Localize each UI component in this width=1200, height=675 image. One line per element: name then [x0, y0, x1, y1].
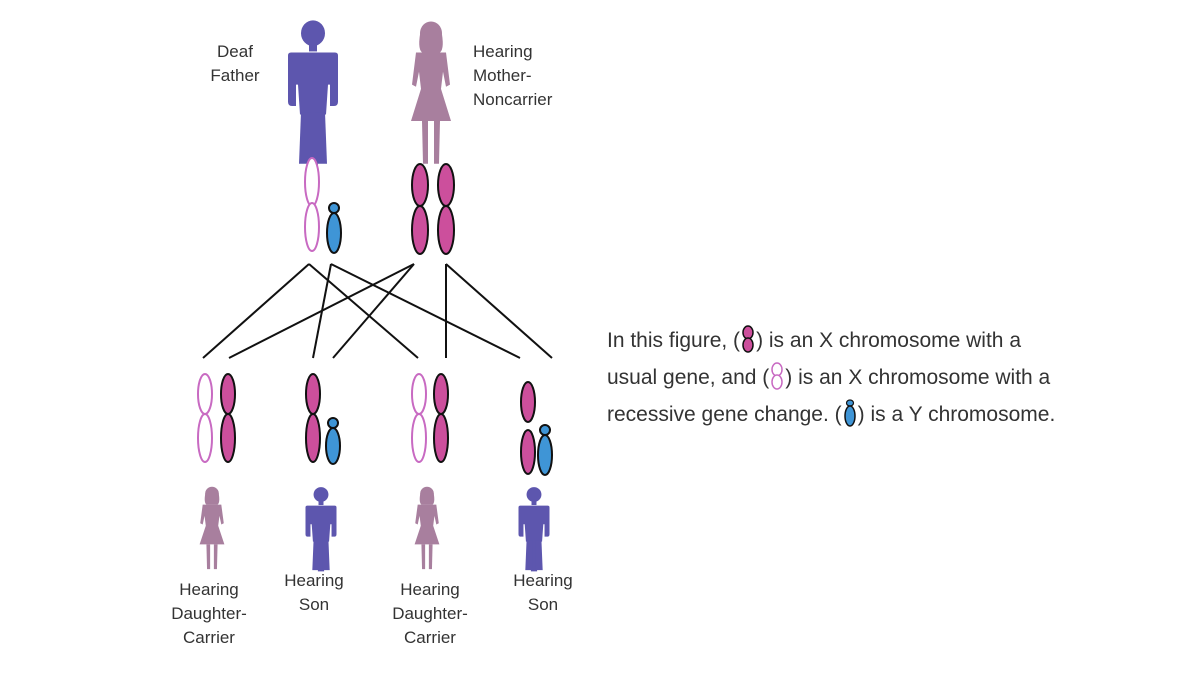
- line-mother-x1-to-daughter1: [228, 263, 415, 359]
- legend-text-4: ) is an X chromosome with a: [785, 366, 1051, 389]
- line-mother-x1-to-son1: [332, 263, 415, 359]
- son2-x-chromosome-usual: [520, 381, 536, 475]
- daughter2-figure: [414, 486, 440, 570]
- father-y-chromosome: [326, 202, 342, 254]
- line-father-y-to-son2: [330, 263, 521, 359]
- father-label: Deaf Father: [210, 42, 260, 85]
- mother-figure: [411, 21, 451, 164]
- son1-x-chromosome-usual: [305, 373, 321, 463]
- legend-line-1: In this figure, ( ) is an X chromosome wi…: [607, 322, 1167, 359]
- x-usual-chromosome-icon: [742, 325, 754, 353]
- y-chromosome-icon: [843, 399, 856, 427]
- son1-figure: [305, 487, 337, 572]
- son1-y-chromosome: [325, 417, 341, 465]
- daughter2-x-chromosome-recessive: [411, 373, 427, 463]
- legend-text-1: In this figure, (: [607, 329, 741, 352]
- daughter1-figure: [199, 486, 225, 570]
- line-mother-x2-to-son2: [445, 263, 553, 359]
- son2-label: Hearing Son: [513, 571, 573, 614]
- legend-text-6: ) is a Y chromosome.: [857, 403, 1056, 426]
- daughter1-x-chromosome-usual: [220, 373, 236, 463]
- inheritance-lines: [202, 263, 553, 359]
- daughter1-x-chromosome-recessive: [197, 373, 213, 463]
- daughter1-label: Hearing Daughter- Carrier: [171, 580, 247, 647]
- mother-label: Hearing Mother- Noncarrier: [473, 42, 553, 109]
- legend-text-2: ) is an X chromosome with a: [756, 329, 1021, 352]
- mother-x-chromosome-usual-1: [411, 163, 429, 255]
- daughter2-x-chromosome-usual: [433, 373, 449, 463]
- legend-text-3: usual gene, and (: [607, 366, 770, 389]
- son1-label: Hearing Son: [284, 571, 344, 614]
- father-figure: [288, 20, 338, 166]
- line-father-x-to-daughter1: [202, 263, 310, 359]
- daughter2-label: Hearing Daughter- Carrier: [392, 580, 468, 647]
- mother-x-chromosome-usual-2: [437, 163, 455, 255]
- legend-text-5: recessive gene change. (: [607, 403, 842, 426]
- son2-figure: [518, 487, 550, 572]
- legend-line-2: usual gene, and ( ) is an X chromosome wi…: [607, 359, 1167, 396]
- father-x-chromosome-recessive: [304, 157, 320, 252]
- legend-line-3: recessive gene change. ( ) is a Y chromos…: [607, 396, 1167, 433]
- son2-y-chromosome: [537, 424, 553, 476]
- legend: In this figure, ( ) is an X chromosome wi…: [607, 322, 1167, 433]
- x-recessive-chromosome-icon: [771, 362, 784, 390]
